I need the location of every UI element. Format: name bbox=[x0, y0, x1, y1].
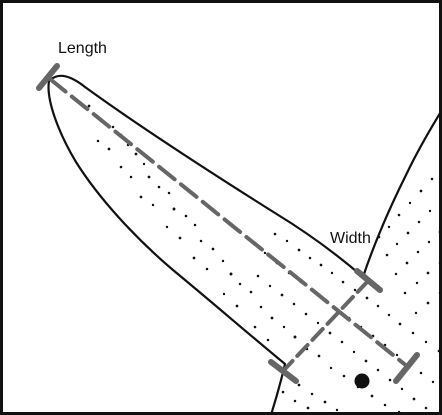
length-end-cap-start bbox=[36, 63, 60, 91]
width-measurement bbox=[268, 268, 383, 384]
length-measurement bbox=[36, 63, 420, 384]
center-marker bbox=[354, 373, 370, 389]
starfish-outline bbox=[47, 74, 439, 412]
length-end-cap-end bbox=[393, 352, 420, 384]
width-label: Width bbox=[330, 230, 371, 247]
width-end-cap-bottom bbox=[268, 359, 299, 384]
length-label: Length bbox=[58, 40, 107, 57]
width-end-cap-top bbox=[354, 268, 383, 293]
starfish-arm-illustration bbox=[36, 63, 439, 412]
